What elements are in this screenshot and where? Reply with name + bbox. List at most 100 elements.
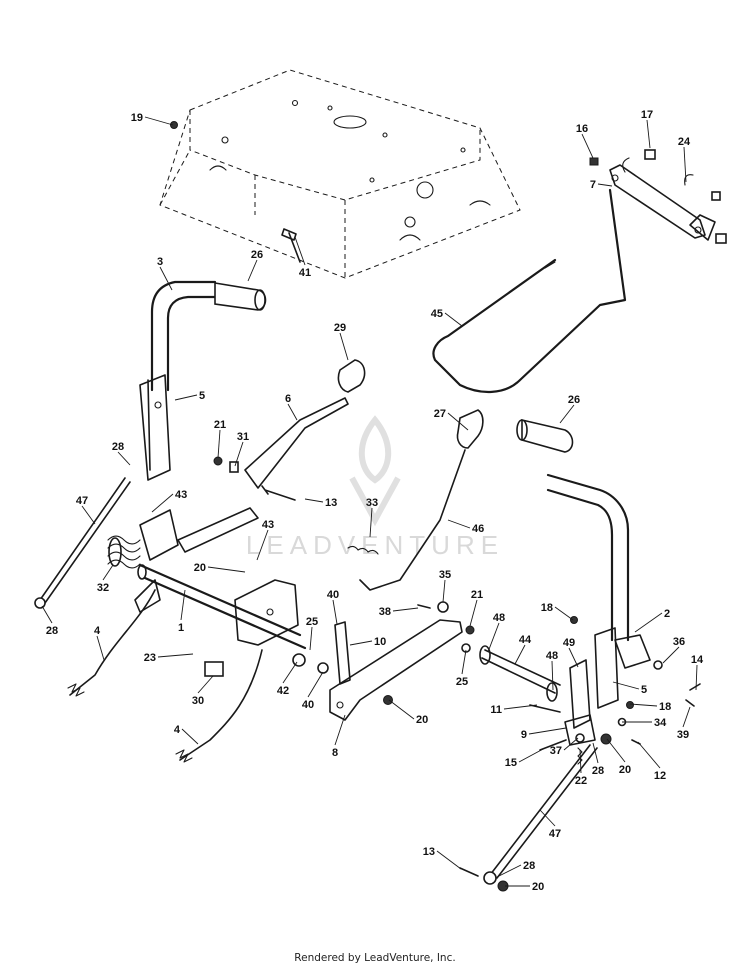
callout-label-c10: 10 [374,636,386,648]
callout-leader-c48b [551,660,554,691]
callout-leader-c33 [369,507,373,538]
callout-label-c20c: 20 [619,764,631,776]
shaft-1 [138,563,307,650]
callout-label-c1: 1 [178,622,184,634]
callout-leader-c8 [334,714,346,746]
callout-label-c44: 44 [519,634,532,646]
callout-label-c28d: 28 [523,860,535,872]
callout-label-c27: 27 [434,408,446,420]
callout-label-c40a: 40 [327,589,339,601]
rod-47-left-eye [34,597,46,609]
callout-leader-c1 [180,589,186,621]
callout-label-c34: 34 [654,717,667,729]
callout-label-c47b: 47 [549,828,561,840]
arm-8-hole [336,701,344,709]
handle-45-inner [544,261,626,303]
plate-49 [569,659,591,729]
nut-21-left [213,456,223,466]
callout-label-c45: 45 [431,308,443,320]
callout-label-c8: 8 [332,747,338,759]
callout-leader-c3 [159,266,173,291]
callout-leader-c27 [447,412,469,431]
callout-label-c46: 46 [472,523,484,535]
callout-label-c14: 14 [691,654,704,666]
callout-leader-c25a [309,626,313,651]
arm-left [134,509,179,613]
bolt-39 [685,699,695,707]
callout-label-c3: 3 [157,256,163,268]
callout-leader-c44 [514,644,526,665]
callout-label-c6: 6 [285,393,291,405]
spacer-30 [204,661,224,677]
nut-17 [644,149,656,160]
callout-label-c16: 16 [576,123,588,135]
callout-label-c22: 22 [575,775,587,787]
lever-3 [150,280,217,392]
pin-24 [622,157,694,186]
washer-36 [653,660,663,670]
callout-label-c48b: 48 [546,650,558,662]
callout-leader-c39 [682,706,691,728]
callout-leader-c4a [96,635,105,661]
callout-leader-c28d [496,864,522,878]
rod-4-right-spring [175,749,193,763]
callout-leader-c30 [197,675,214,694]
arm-8 [329,619,463,721]
rod-47-right-eye [483,871,497,885]
callout-label-c19a: 19 [131,112,143,124]
spacer-31 [229,461,239,473]
callout-label-c28a: 28 [112,441,124,453]
callout-label-c5b: 5 [641,684,647,696]
shaft-44 [481,649,561,694]
watermark-brand: LEADVENTURE [246,530,504,560]
callout-leader-c28a [117,451,131,466]
callout-leader-c40b [307,671,324,698]
callout-leader-c48a [487,622,500,653]
callout-leader-c17 [646,119,651,149]
callout-label-c48a: 48 [493,612,505,624]
callout-label-c25a: 25 [306,616,318,628]
grip-26-right [521,418,574,453]
callout-label-c26b: 26 [568,394,580,406]
callout-label-c42: 42 [277,685,289,697]
callout-label-c26a: 26 [251,249,263,261]
grip-26-right-end [516,419,528,441]
callout-label-c35: 35 [439,569,451,581]
lever-2 [546,473,630,642]
rod-4-left [69,589,156,696]
washer-37 [575,733,585,743]
grip-26-left-end [254,289,266,311]
lever-3-outer [166,295,222,392]
callout-label-c20a: 20 [194,562,206,574]
bushing-48-lower [546,682,558,702]
bracket-center-hole [266,608,274,616]
callout-leader-c24 [683,146,687,183]
callout-label-c2: 2 [664,608,670,620]
handle-45 [432,188,627,394]
callout-leader-c18b [629,703,658,707]
callout-leader-c15 [518,747,546,763]
callout-leader-c28c [592,742,599,764]
callout-leader-c43a [151,493,174,513]
rod-47-left [39,477,131,604]
callout-label-c24: 24 [678,136,691,148]
watermark: LEADVENTURE [246,415,504,560]
watermark-flame-icon [349,415,401,527]
bolt-13-lower [459,867,479,877]
callout-leader-c14 [695,664,698,691]
washer-40 [317,662,329,674]
washer-35 [437,601,449,613]
bracket-2 [614,634,651,669]
rod-4-left-spring [67,683,85,697]
callout-leader-c26a [247,259,258,282]
callout-leader-c21a [217,429,221,459]
shaft-1-end [137,564,147,580]
callout-leader-c46 [447,519,471,529]
knob-27 [456,409,484,449]
callout-label-c38: 38 [379,606,391,618]
callout-label-c12: 12 [654,770,666,782]
callout-leader-c43b [256,529,269,561]
callout-leader-c13a [304,498,324,503]
